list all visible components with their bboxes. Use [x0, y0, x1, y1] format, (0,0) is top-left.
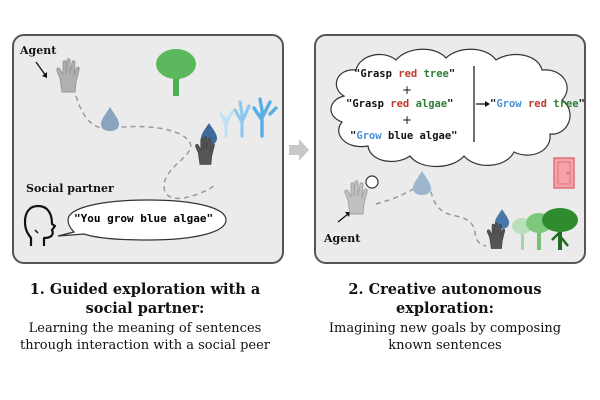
agent-label: Agent: [20, 44, 57, 57]
agent-pointer-arrowhead: [42, 72, 47, 78]
imagined-goal-sentence: "Grow red tree": [490, 98, 585, 110]
caption-guided-exploration: 1. Guided exploration with a social part…: [0, 280, 290, 354]
creative-exploration-panel: "Grasp red tree" + "Grasp red algae" + "…: [314, 34, 586, 264]
agent-label: Agent: [324, 232, 361, 245]
guided-exploration-panel: Agent Social partner: [12, 34, 284, 264]
goal-word: blue algae": [381, 130, 458, 142]
hand-icon: [344, 180, 368, 215]
thought-cloud: [330, 48, 571, 247]
tree-icon: [156, 49, 196, 96]
goal-word: ": [350, 130, 357, 142]
goal-word: tree: [423, 68, 449, 80]
person-head-icon: [23, 204, 57, 246]
speech-text: "You grow blue algae": [74, 212, 214, 225]
blue-algae-icon: [219, 97, 278, 138]
hand-icon: [56, 58, 80, 93]
caption-subtitle-line-2: known sentences: [388, 338, 502, 353]
speech-bubble: [57, 199, 227, 241]
caption-subtitle-line-2: through interaction with a social peer: [19, 338, 271, 353]
goal-word: Grow: [356, 130, 382, 142]
dark-hand-icon: [195, 136, 215, 165]
water-drop-icon: [101, 107, 119, 131]
goal-sentence-2: "Grasp red algae": [346, 98, 454, 110]
agent-pointer-arrow: [337, 213, 349, 223]
right-arrow-icon: [289, 139, 309, 161]
plus-sign: +: [402, 83, 413, 97]
goal-word: "Grasp: [354, 68, 399, 80]
goal-word: ": [578, 98, 585, 110]
goal-word: ": [490, 98, 497, 110]
goal-word: red: [390, 98, 410, 110]
caption-subtitle-line-1: Imagining new goals by composing: [328, 321, 562, 336]
caption-title-line-2: exploration:: [396, 300, 494, 317]
caption-title-line-2: social partner:: [85, 300, 205, 317]
goal-word: ": [448, 68, 456, 80]
caption-title-line-1: 1. Guided exploration with a: [29, 281, 261, 298]
goal-word: ": [447, 98, 454, 110]
agent-pointer-arrow: [35, 61, 47, 77]
goal-word: tree: [553, 98, 579, 110]
plus-sign: +: [402, 113, 413, 127]
goal-word: "Grasp: [346, 98, 391, 110]
trees-icon: [512, 208, 578, 250]
dark-hand-icon: [486, 222, 506, 249]
goal-word: algae: [415, 98, 448, 110]
trajectory-path: [375, 183, 487, 247]
goal-word: red: [527, 98, 547, 110]
goal-sentence-3: "Grow blue algae": [350, 130, 457, 142]
goal-word: red: [398, 68, 418, 80]
caption-creative-exploration: 2. Creative autonomous exploration: Imag…: [300, 280, 590, 354]
water-drop-icon-dark: [494, 209, 510, 229]
water-drop-icon: [413, 171, 431, 195]
social-partner-label: Social partner: [26, 182, 114, 195]
goal-word: Grow: [496, 98, 522, 110]
caption-title-line-1: 2. Creative autonomous: [348, 281, 542, 298]
door-icon: [553, 157, 575, 189]
goal-sentence-1: "Grasp red tree": [354, 68, 455, 80]
caption-subtitle-line-1: Learning the meaning of sentences: [28, 321, 262, 336]
panel-1-scene: [35, 61, 215, 200]
